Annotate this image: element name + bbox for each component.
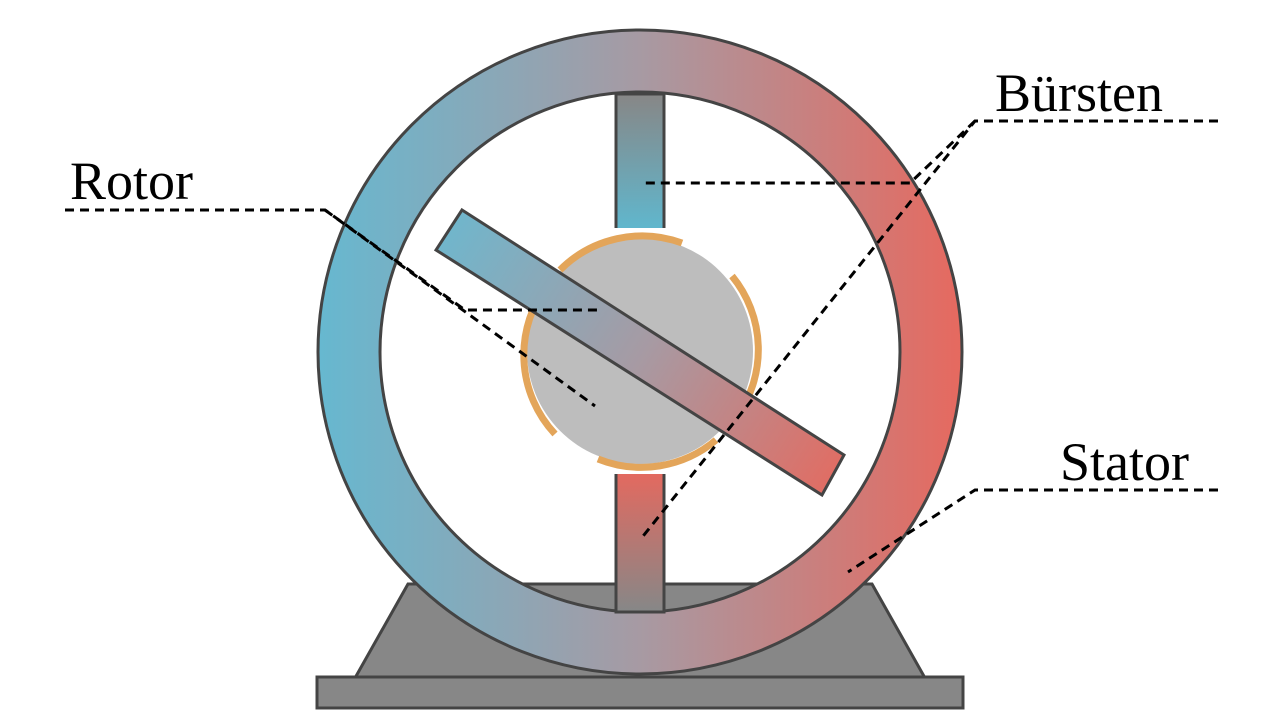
leader-stator xyxy=(847,488,1218,574)
rotor-bar xyxy=(433,207,846,498)
stator-pole-top xyxy=(614,92,666,236)
commutator-segment-bottom xyxy=(596,437,719,471)
label-stator: Stator xyxy=(1060,432,1189,492)
label-rotor: Rotor xyxy=(70,151,193,211)
leader-rotor-1 xyxy=(65,208,598,312)
brush-gap-top xyxy=(612,228,668,236)
commutator-segment-top xyxy=(557,232,684,273)
stator-ring xyxy=(316,28,964,676)
label-buersten: Bürsten xyxy=(995,63,1163,123)
base-plate xyxy=(315,675,965,710)
leader-rotor-2 xyxy=(324,208,596,408)
leader-lines xyxy=(65,119,1218,574)
stator-pole-bottom xyxy=(614,468,666,614)
